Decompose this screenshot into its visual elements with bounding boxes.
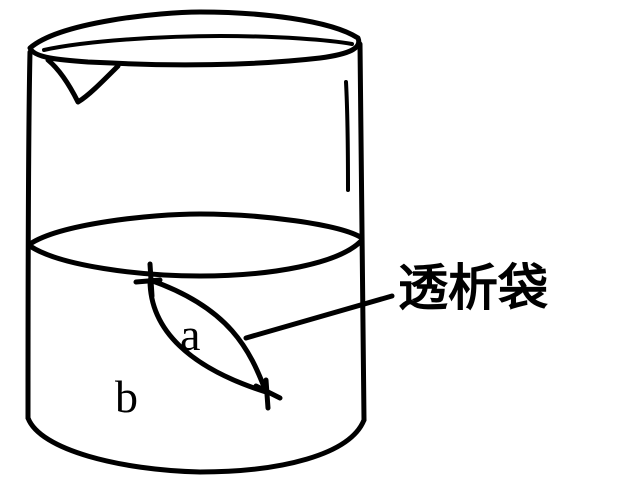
beaker-wall-highlight bbox=[344, 80, 350, 192]
inside-label-a: a bbox=[180, 309, 200, 360]
outside-label-b: b bbox=[115, 371, 138, 422]
membrane-label: 透析袋 bbox=[398, 259, 548, 317]
beaker-spout bbox=[45, 57, 121, 105]
beaker-bottom bbox=[25, 415, 367, 475]
dialysis-bag bbox=[133, 261, 283, 411]
beaker-rim bbox=[27, 9, 362, 68]
membrane-leader-line bbox=[243, 293, 395, 341]
beaker-left-wall bbox=[25, 49, 33, 421]
beaker-right-wall bbox=[357, 41, 367, 423]
liquid-surface bbox=[27, 211, 365, 279]
